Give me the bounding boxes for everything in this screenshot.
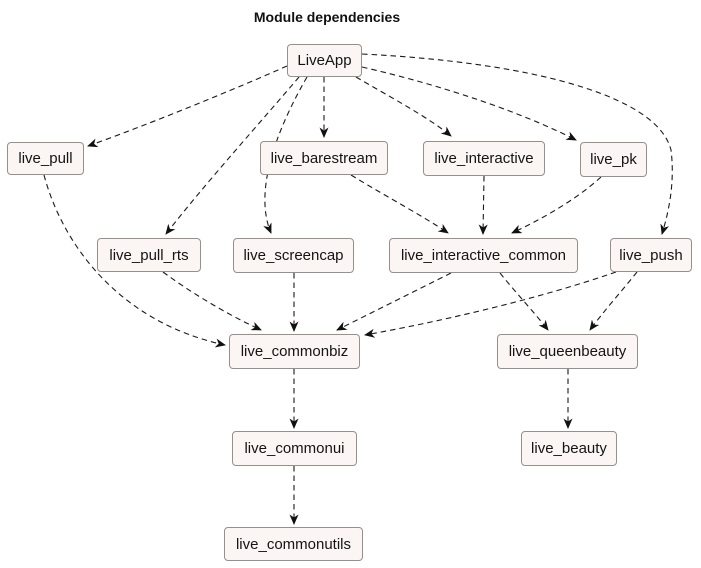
edge-live_pull-to-live_commonbiz (43, 174, 226, 348)
edge-live_interactive-to-live_interactive_common (478, 175, 488, 235)
edge-liveapp-to-live_pull (87, 65, 288, 148)
edge-liveapp-to-live_pull_rts (165, 76, 300, 235)
node-live_pull: live_pull (7, 142, 84, 175)
edge-liveapp-to-live_interactive (355, 76, 452, 137)
node-live_beauty: live_beauty (521, 431, 617, 466)
edge-live_pk-to-live_interactive_common (511, 176, 602, 234)
node-live_interactive_common: live_interactive_common (389, 238, 578, 273)
edge-live_interactive_common-to-live_commonbiz (336, 272, 452, 331)
diagram-title: Module dependencies (253, 9, 401, 25)
edge-live_interactive_common-to-live_queenbeauty (499, 272, 549, 331)
edge-live_pull_rts-to-live_commonbiz (162, 271, 262, 331)
node-live_push: live_push (610, 238, 692, 272)
edge-live_barestream-to-live_interactive_common (350, 174, 449, 234)
node-live_pull_rts: live_pull_rts (97, 238, 201, 272)
edge-liveapp-to-live_pk (361, 66, 577, 141)
node-live_queenbeauty: live_queenbeauty (497, 334, 638, 369)
edge-liveapp-to-live_push (361, 53, 673, 235)
node-live_commonbiz: live_commonbiz (229, 334, 360, 369)
node-live_screencap: live_screencap (233, 238, 354, 273)
node-live_commonutils: live_commonutils (224, 527, 363, 561)
node-live_barestream: live_barestream (260, 141, 388, 175)
node-live_commonui: live_commonui (232, 431, 357, 466)
node-live_interactive: live_interactive (423, 141, 545, 176)
node-live_pk: live_pk (580, 142, 647, 177)
edge-live_push-to-live_queenbeauty (589, 271, 638, 331)
node-liveapp: LiveApp (287, 44, 362, 77)
edge-live_push-to-live_commonbiz (364, 271, 617, 338)
